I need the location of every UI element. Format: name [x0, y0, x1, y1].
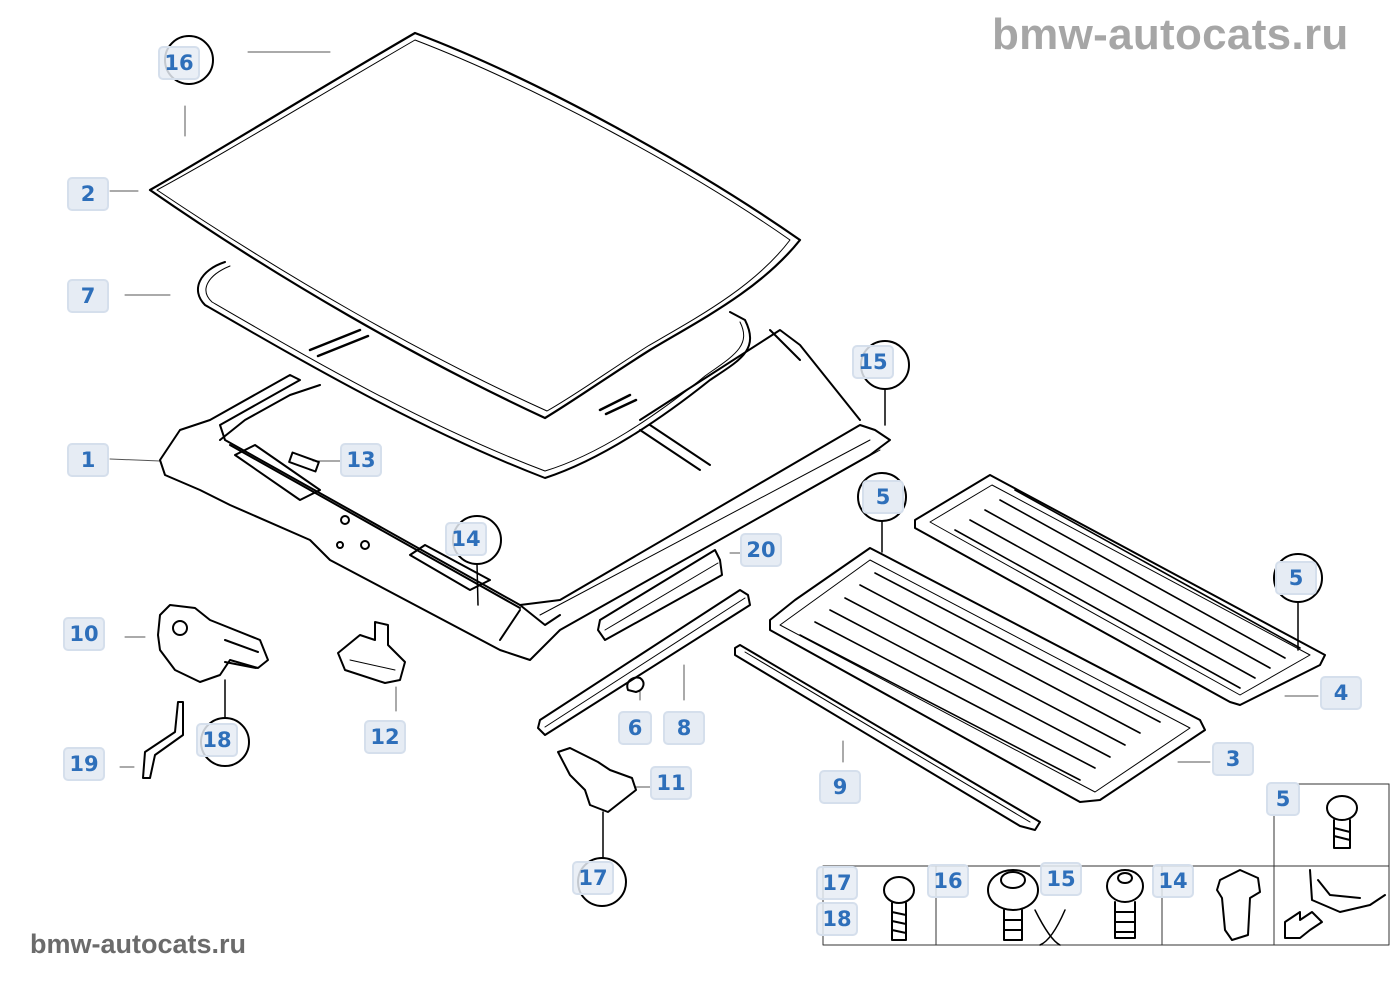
guide-rail-20 — [597, 549, 723, 641]
callout-20[interactable]: 20 — [740, 533, 782, 567]
watermark-top: bmw-autocats.ru — [992, 10, 1349, 59]
callout-13[interactable]: 13 — [340, 443, 382, 477]
glass-lid — [148, 31, 802, 420]
callout-5-front[interactable]: 5 — [862, 480, 904, 514]
callout-14[interactable]: 14 — [445, 522, 487, 556]
callout-19[interactable]: 19 — [63, 747, 105, 781]
collar-bolt-icon — [987, 869, 1066, 946]
leader-lines — [109, 51, 1319, 788]
callout-1[interactable]: 1 — [67, 443, 109, 477]
cross-member — [734, 644, 1041, 831]
callout-8[interactable]: 8 — [663, 711, 705, 745]
callout-17[interactable]: 17 — [572, 861, 614, 895]
vehicle-location-arrow-icon — [1284, 869, 1386, 939]
drive-motor — [157, 604, 269, 683]
legend-label-18[interactable]: 18 — [816, 902, 858, 936]
bracket-11 — [557, 747, 637, 859]
headliner-panel-rear — [914, 474, 1326, 706]
sunroof-frame — [159, 329, 891, 661]
legend-label-16[interactable]: 16 — [927, 864, 969, 898]
gasket — [196, 261, 751, 479]
fastener-legend — [822, 783, 1390, 946]
headliner-panel-front — [769, 547, 1206, 803]
callout-9[interactable]: 9 — [819, 770, 861, 804]
oval-head-screw-icon — [1326, 795, 1358, 849]
callout-2[interactable]: 2 — [67, 177, 109, 211]
callout-18[interactable]: 18 — [196, 723, 238, 757]
bracket-12 — [337, 621, 406, 684]
callout-5-rear[interactable]: 5 — [1275, 561, 1317, 595]
callout-7[interactable]: 7 — [67, 279, 109, 313]
legend-label-15[interactable]: 15 — [1040, 862, 1082, 896]
legend-label-5[interactable]: 5 — [1266, 782, 1300, 816]
crank — [142, 701, 184, 779]
hex-head-screw-icon — [883, 876, 915, 941]
callout-4[interactable]: 4 — [1320, 676, 1362, 710]
legend-label-14[interactable]: 14 — [1152, 864, 1194, 898]
callout-16[interactable]: 16 — [158, 46, 200, 80]
callout-10[interactable]: 10 — [63, 617, 105, 651]
callout-12[interactable]: 12 — [364, 720, 406, 754]
clip-nut-icon — [1216, 869, 1261, 941]
clip-6 — [626, 676, 645, 693]
callout-3[interactable]: 3 — [1212, 742, 1254, 776]
legend-label-17[interactable]: 17 — [816, 866, 858, 900]
callout-6[interactable]: 6 — [618, 711, 652, 745]
watermark-bottom: bmw-autocats.ru — [30, 929, 247, 959]
collar-screw-icon — [1106, 869, 1144, 939]
callout-circles — [164, 35, 1323, 907]
callout-15[interactable]: 15 — [852, 345, 894, 379]
callout-11[interactable]: 11 — [650, 766, 692, 800]
guide-rail-8 — [537, 589, 751, 736]
